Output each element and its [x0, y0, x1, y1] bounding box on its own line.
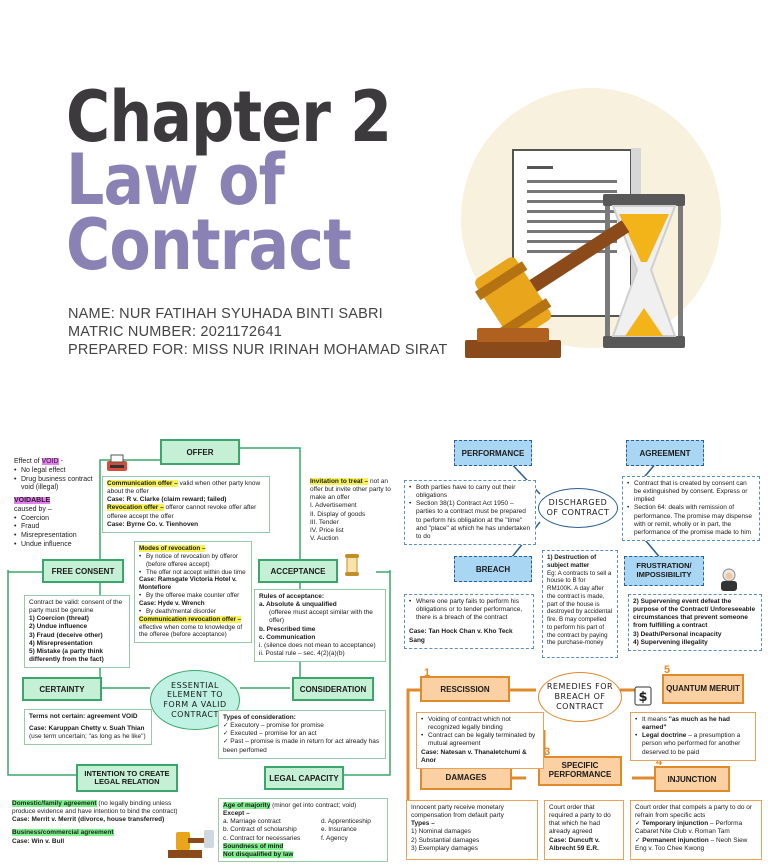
- box-offer: OFFER: [160, 439, 240, 465]
- subject-matter-note: 1) Destruction of subject matter Eg: A c…: [542, 550, 618, 658]
- box-quantum-meruit: QUANTUM MERUIT: [662, 674, 744, 704]
- title-contract: Contract: [66, 204, 352, 286]
- remedy-number-3: 3: [544, 746, 551, 758]
- box-legal-capacity: LEGAL CAPACITY: [264, 766, 344, 790]
- remedy-number-4: 4: [656, 756, 663, 768]
- box-free-consent: FREE CONSENT: [42, 559, 124, 583]
- consideration-note: Types of consideration: ✓ Executory – pr…: [218, 710, 386, 759]
- offer-note: Communication offer – valid when other p…: [102, 476, 270, 533]
- box-injunction: INJUNCTION: [654, 766, 730, 792]
- title-law-of: Law of: [66, 139, 285, 221]
- box-consideration: CONSIDERATION: [292, 677, 374, 701]
- money-icon: $: [634, 686, 652, 706]
- breach-note: Where one party fails to perform his obl…: [404, 594, 534, 649]
- quantum-note: It means "as much as he had earned" Lega…: [630, 712, 756, 761]
- judge-avatar-icon: [721, 568, 737, 591]
- matric-number: MATRIC NUMBER: 2021172641: [68, 324, 282, 340]
- student-name: NAME: NUR FATIHAH SYUHADA BINTI SABRI: [68, 306, 383, 322]
- typewriter-icon: [107, 454, 127, 471]
- frustration-note: 2) Supervening event defeat the purpose …: [628, 594, 762, 651]
- discharge-center: DISCHARGED OF CONTRACT: [538, 488, 618, 528]
- capacity-note: Age of majority (minor get into contract…: [218, 798, 388, 862]
- box-performance: PERFORMANCE: [454, 440, 532, 466]
- box-breach: BREACH: [454, 556, 532, 582]
- damages-note: Innocent party receive monetary compensa…: [406, 800, 538, 860]
- remedy-number-1: 1: [424, 667, 431, 679]
- remedy-number-5: 5: [664, 664, 671, 676]
- box-specific-performance: SPECIFIC PERFORMANCE: [538, 756, 622, 786]
- box-rescission: RESCISSION: [420, 676, 510, 702]
- free-consent-note: Contract be valid: consent of the party …: [24, 595, 130, 668]
- gavel-icon: [168, 830, 214, 858]
- box-certainty: CERTAINTY: [22, 677, 102, 701]
- title-chapter: Chapter 2: [66, 76, 392, 158]
- box-acceptance: ACCEPTANCE: [258, 559, 338, 583]
- certainty-note: Terms not certain: agreement VOID Case: …: [24, 709, 152, 746]
- gavel-hourglass-illustration: [461, 88, 721, 358]
- box-frustration: FRUSTRATION/ IMPOSSIBILITY: [624, 556, 704, 586]
- box-agreement: AGREEMENT: [626, 440, 704, 466]
- rescission-note: Voiding of contract which not recognized…: [416, 712, 544, 769]
- void-note: Effect of VOID - No legal effect Drug bu…: [14, 458, 104, 550]
- revocation-note: Modes of revocation – By notice of revoc…: [134, 541, 252, 644]
- svg-text:$: $: [638, 690, 647, 705]
- performance-note: Both parties have to carry out their obl…: [404, 480, 536, 545]
- remedies-center: REMEDIES FOR BREACH OF CONTRACT: [538, 672, 622, 722]
- specific-note: Court order that required a party to do …: [544, 800, 624, 860]
- acceptance-note: Rules of acceptance: a. Absolute & unqua…: [254, 589, 386, 662]
- scroll-icon: [345, 554, 359, 576]
- injunction-note: Court order that compels a party to do o…: [630, 800, 762, 860]
- agreement-note: Contract that is created by consent can …: [622, 476, 760, 541]
- prepared-for: PREPARED FOR: MISS NUR IRINAH MOHAMAD SI…: [68, 342, 448, 358]
- invitation-note: Invitation to treat – not an offer but i…: [310, 478, 391, 542]
- box-intention: INTENTION TO CREATE LEGAL RELATION: [76, 764, 178, 792]
- intention-note: Domestic/family agreement (no legally bi…: [12, 800, 178, 845]
